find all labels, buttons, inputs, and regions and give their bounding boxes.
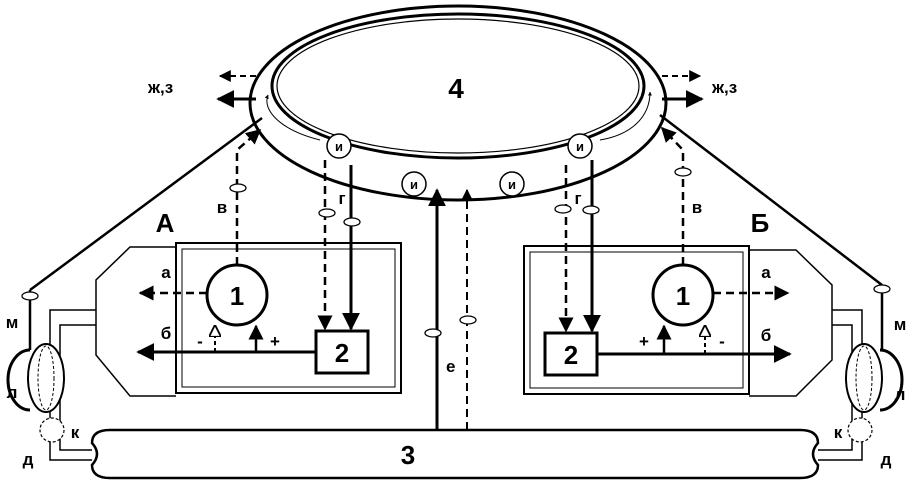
label-zh-z-left: ж,з: [147, 78, 173, 97]
label-l-left: л: [7, 383, 18, 402]
unit-1-left-label: 1: [230, 281, 244, 311]
label-b-right: б: [761, 326, 772, 345]
circle-i-4: и: [499, 171, 525, 197]
label-l-right: л: [895, 385, 906, 404]
unit-2-left-label: 2: [335, 338, 349, 368]
unit-2-right-label: 2: [564, 340, 578, 370]
outlet-zh-z-right: [662, 70, 704, 108]
circle-i-label: и: [576, 139, 584, 154]
sensor-ring: [873, 284, 891, 294]
line-m-left: [29, 116, 263, 292]
arrow-v-right: [660, 126, 685, 265]
sensor-ring: [229, 183, 247, 193]
sensor-l-right-inner: [855, 345, 873, 411]
base-number: 3: [401, 440, 415, 470]
circle-i-3: и: [401, 171, 427, 197]
base-plate: [90, 428, 820, 480]
block-b: [523, 245, 833, 397]
sensor-l-left: [27, 343, 65, 413]
sensor-k-left: [39, 417, 65, 443]
label-zh-z-right: ж,з: [711, 78, 737, 97]
minus-left: -: [197, 332, 203, 351]
unit-2-left: [314, 329, 370, 375]
sensor-l-right: [845, 343, 883, 413]
circle-i-label: и: [335, 139, 343, 154]
sensor-ring: [318, 208, 336, 218]
sensor-ring: [21, 291, 39, 301]
sensor-ring: [582, 205, 600, 215]
label-a-right: а: [761, 263, 771, 282]
label-g-right: г: [574, 189, 581, 208]
sensor-l-left-arc: [6, 348, 31, 412]
circle-i-2: и: [567, 133, 593, 159]
label-a-left: а: [161, 263, 171, 282]
sensor-ring: [343, 217, 361, 227]
minus-right: -: [719, 332, 725, 351]
unit-2-right: [543, 331, 599, 377]
label-g-left: г: [338, 189, 345, 208]
circle-i-label: и: [410, 177, 418, 192]
block-a-letter: А: [156, 208, 175, 238]
block-a: [95, 242, 402, 397]
line-m-right: [659, 114, 883, 286]
outlet-zh-z-left: [216, 70, 256, 108]
unit-1-right-label: 1: [676, 281, 690, 311]
label-d-left: д: [23, 450, 34, 469]
label-e: е: [446, 357, 455, 376]
sensor-l-left-inner: [37, 345, 55, 411]
label-b-left: б: [161, 324, 172, 343]
circle-i-label: и: [508, 177, 516, 192]
sensor-ring: [459, 315, 477, 325]
circle-i-1: и: [326, 133, 352, 159]
tank-number: 4: [448, 73, 464, 104]
sensor-ring: [674, 167, 692, 177]
label-v-right: в: [692, 198, 702, 217]
sensor-l-right-arc: [879, 348, 904, 412]
sensor-ring: [424, 328, 442, 338]
label-m-left: м: [6, 313, 19, 332]
label-k-right: к: [834, 423, 843, 442]
plus-right: +: [639, 332, 649, 351]
tank-ring: [248, 4, 668, 202]
sensor-ring: [554, 204, 572, 214]
label-v-left: в: [217, 198, 227, 217]
sensor-k-right: [847, 417, 873, 443]
label-d-right: д: [881, 450, 892, 469]
block-b-letter: Б: [751, 208, 770, 238]
label-k-left: к: [71, 423, 80, 442]
plus-left: +: [270, 332, 280, 351]
arrow-v-left: [235, 129, 262, 265]
label-m-right: м: [894, 315, 907, 334]
